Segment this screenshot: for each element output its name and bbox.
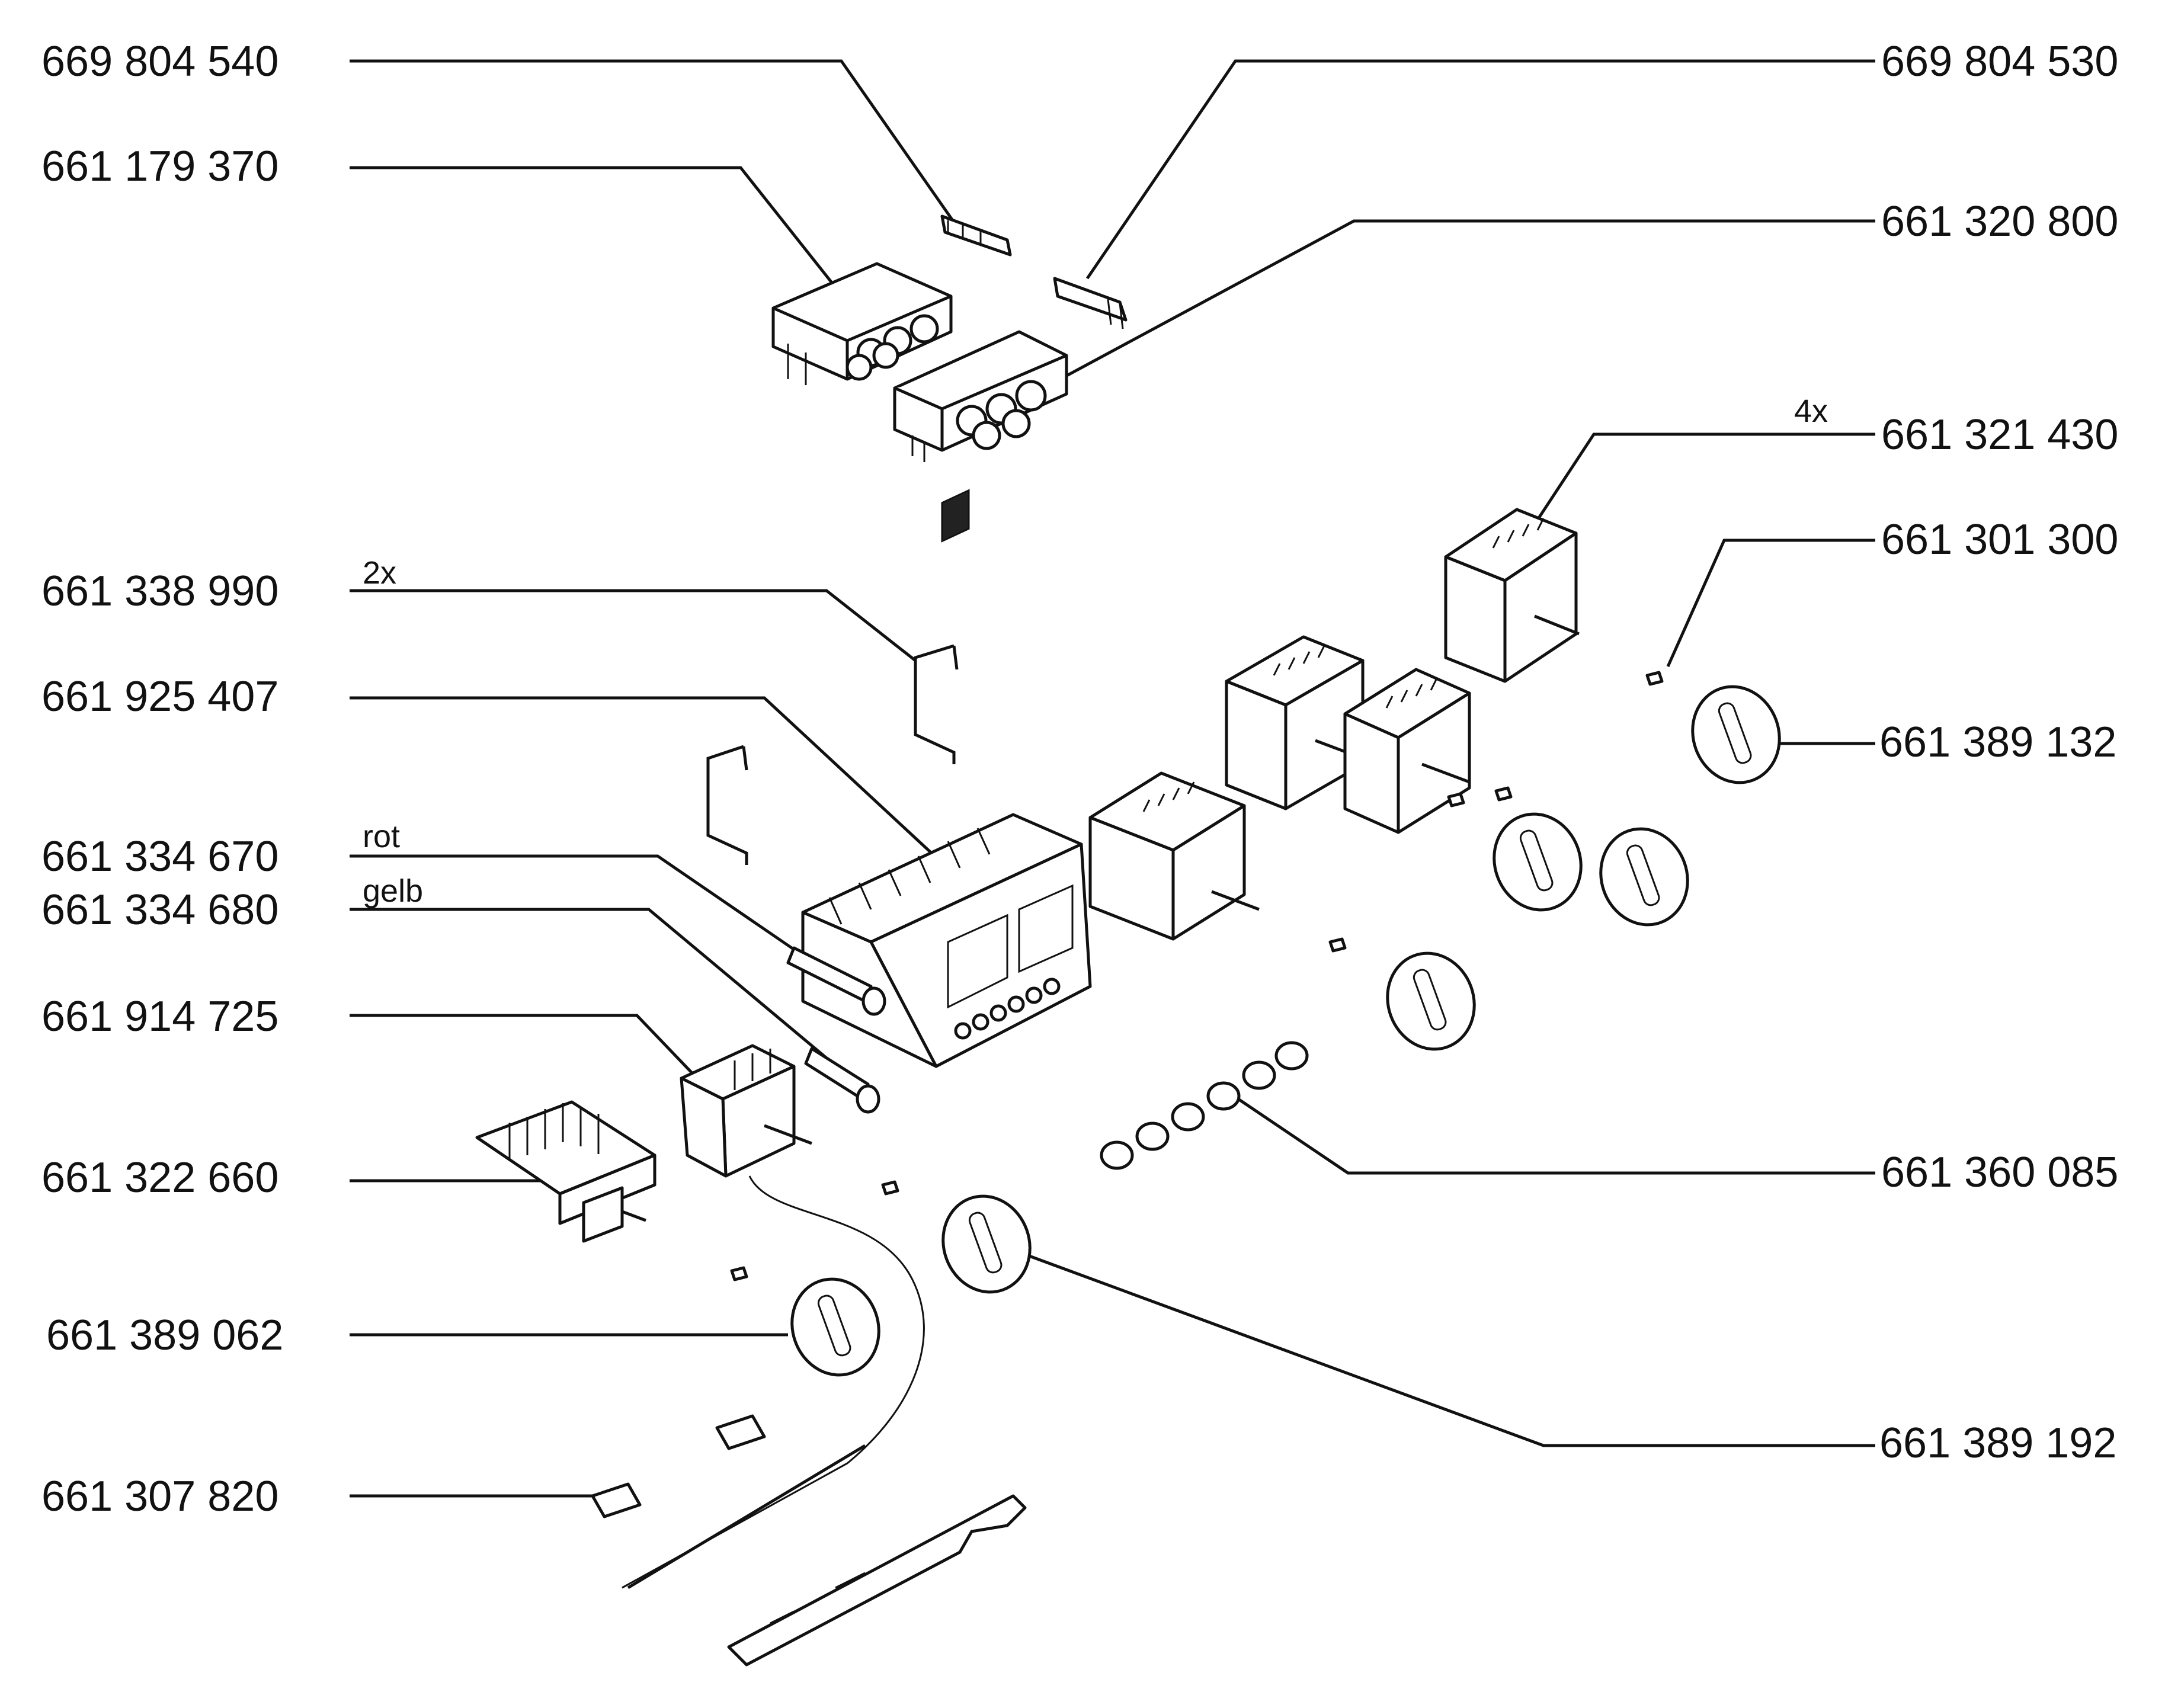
leader-661-389-192: [1013, 1248, 1875, 1447]
knob-d: [1386, 951, 1476, 1051]
terminal-661-307-820: [591, 1414, 766, 1518]
leader-661-338-990: [350, 589, 917, 662]
leader-661-914-725: [350, 1014, 718, 1100]
leader-661-320-800: [1053, 219, 1875, 384]
label-661-925-407: 661 925 407: [41, 673, 278, 720]
label-661-179-370: 661 179 370: [41, 143, 278, 190]
temperature-probe: [627, 1444, 866, 1590]
note-qty-4x: 4x: [1794, 393, 1828, 429]
label-661-301-300: 661 301 300: [1881, 516, 2118, 563]
knob-661-389-132: [1691, 685, 1781, 784]
label-669-804-530: 669 804 530: [1881, 38, 2118, 85]
label-661-360-085: 661 360 085: [1881, 1149, 2118, 1196]
note-color-gelb: gelb: [363, 873, 423, 909]
leader-661-925-407: [350, 696, 955, 875]
label-661-334-680: 661 334 680: [41, 886, 278, 934]
connector-block-661-320-800: [893, 330, 1068, 462]
leader-669-804-530: [1085, 59, 1875, 280]
leader-661-334-680: [350, 908, 831, 1062]
note-qty-2x: 2x: [363, 555, 396, 591]
label-661-322-660: 661 322 660: [41, 1154, 278, 1201]
note-color-rot: rot: [363, 819, 400, 854]
label-661-307-820: 661 307 820: [41, 1473, 278, 1520]
selector-switch-661-322-660: [475, 1100, 656, 1243]
label-661-320-800: 661 320 800: [1881, 198, 2118, 245]
label-661-389-062: 661 389 062: [46, 1312, 283, 1359]
terminal-clip-669-804-530: [1053, 277, 1128, 329]
label-661-389-132: 661 389 132: [1879, 719, 2116, 766]
leader-661-321-430: [1533, 432, 1875, 525]
knob-b: [1493, 812, 1583, 912]
terminal-clip-669-804-540: [940, 214, 1012, 257]
leader-661-360-085: [1228, 1091, 1875, 1175]
small-clips: [730, 671, 1664, 1281]
knob-661-389-062: [790, 1277, 880, 1377]
indicator-lamp-yellow-661-334-680: [804, 1047, 880, 1114]
indicator-lamp-red-661-334-670: [786, 946, 886, 1016]
hotplate-switch-661-321-430-d: [1088, 771, 1260, 941]
connector-block-661-179-370: [771, 262, 953, 385]
knob-c: [1599, 827, 1689, 927]
label-661-321-430: 661 321 430: [1881, 411, 2118, 459]
hotplate-switch-661-321-430-a: [1444, 508, 1580, 683]
mounting-bracket: [727, 1494, 1027, 1667]
label-661-338-990: 661 338 990: [41, 568, 278, 615]
wire-clip-661-338-990: [914, 644, 959, 764]
leader-661-334-670: [350, 854, 819, 967]
hotplate-switch-661-321-430-b: [1225, 635, 1365, 810]
label-661-389-192: 661 389 192: [1879, 1419, 2116, 1467]
leader-lines: [350, 59, 1875, 1498]
wire-clip-661-338-990-2: [706, 745, 748, 865]
knob-661-389-192: [941, 1194, 1032, 1294]
label-661-334-670: 661 334 670: [41, 833, 278, 880]
leader-661-301-300: [1666, 539, 1875, 668]
leader-669-804-540: [350, 59, 956, 223]
thermostat-661-914-725: [622, 1044, 925, 1589]
push-buttons-661-360-085: [1100, 1041, 1309, 1170]
label-669-804-540: 669 804 540: [41, 38, 278, 85]
leader-661-179-370: [350, 166, 848, 303]
label-661-914-725: 661 914 725: [41, 993, 278, 1040]
